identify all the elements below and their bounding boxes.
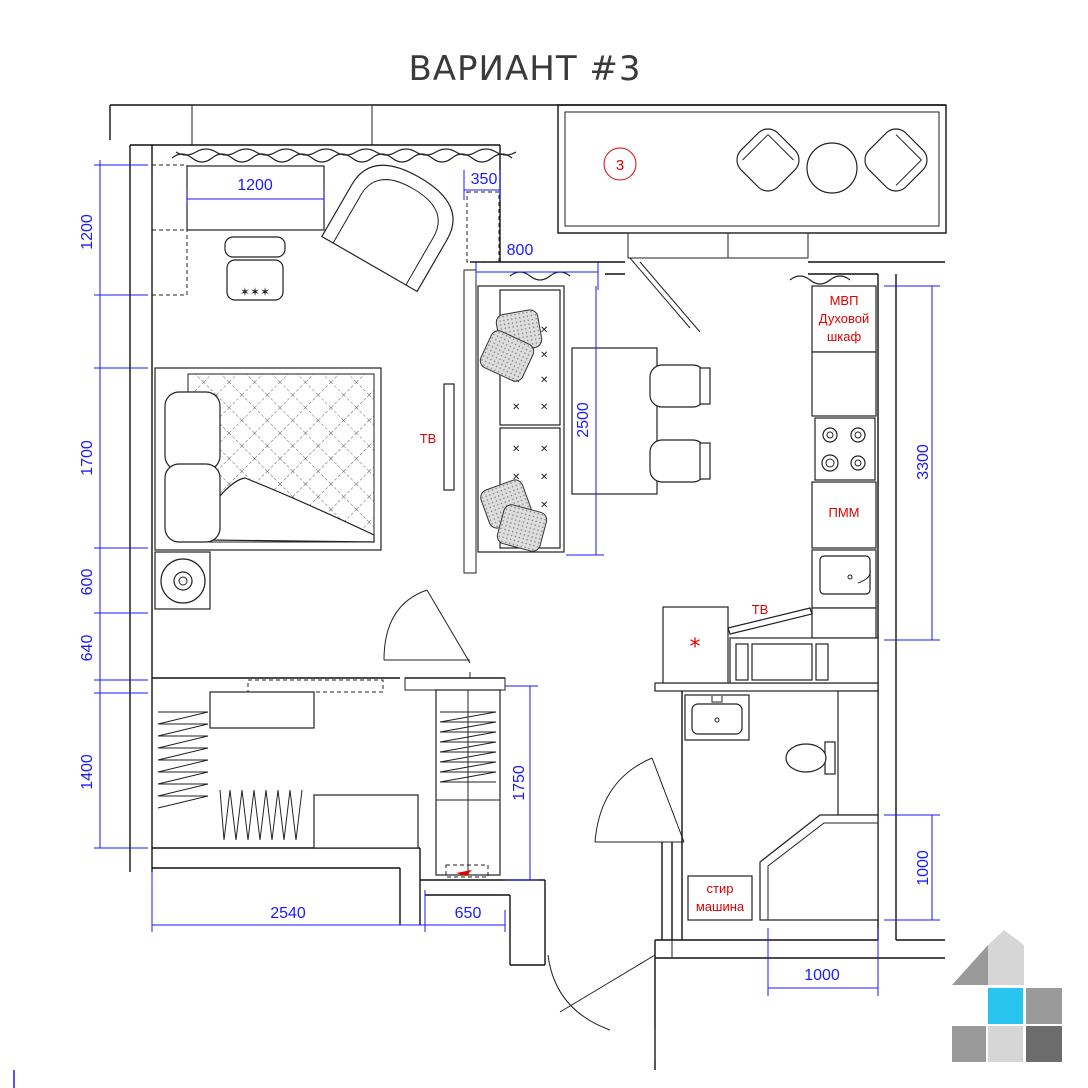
- tv-kitchen-label: ТВ: [752, 602, 769, 617]
- fridge-mark: *: [690, 635, 701, 660]
- dim-bath-1000-right: 1000: [915, 850, 932, 886]
- toilet: [785, 741, 836, 775]
- svg-text:✶✶✶: ✶✶✶: [240, 285, 270, 299]
- dim-left-window: 1200: [79, 214, 96, 250]
- cooktop: [814, 417, 876, 481]
- dimension-lines: 1200 350 800 1200 1700 600 640 1400 2540…: [79, 160, 940, 996]
- label-oven-1: Духовой: [819, 311, 869, 326]
- bathroom: стир машина: [547, 690, 879, 1060]
- living-furniture: ✕✕ ✕✕ ✕✕ ✕✕ ✕✕ ✕✕ ✕✕ МВП Духовой шкаф: [477, 257, 879, 684]
- closet: [157, 679, 501, 878]
- dim-passage: 800: [507, 242, 534, 259]
- dim-kitchen-3300: 3300: [915, 444, 932, 480]
- washing-machine: [687, 875, 753, 921]
- balcony-table: [806, 142, 858, 194]
- svg-text:✕: ✕: [540, 472, 548, 483]
- room-number: 3: [616, 157, 624, 174]
- balcony-furniture: 3: [603, 128, 928, 194]
- svg-text:✕: ✕: [540, 444, 548, 455]
- dim-closet-1750: 1750: [511, 765, 528, 801]
- dim-desk-width: 1200: [237, 177, 273, 194]
- desk: [186, 165, 325, 231]
- tv-bedroom-label: ТВ: [420, 431, 437, 446]
- label-washer-2: машина: [696, 899, 745, 914]
- svg-text:✕: ✕: [540, 325, 548, 336]
- armchair: [321, 164, 454, 293]
- bar-chair-1: [649, 364, 711, 408]
- bedroom-door-swing: [383, 589, 428, 661]
- dim-table-2500: 2500: [575, 402, 592, 438]
- label-mvp: МВП: [830, 293, 859, 308]
- dim-left-600: 600: [79, 569, 96, 596]
- label-oven-2: шкаф: [827, 329, 862, 344]
- dim-left-640: 640: [79, 635, 96, 662]
- dim-bottom-650: 650: [455, 905, 482, 922]
- desk-chair: ✶✶✶: [224, 236, 286, 301]
- dim-left-1400: 1400: [79, 754, 96, 790]
- dim-bottom-2540: 2540: [270, 905, 306, 922]
- balcony-chair-right: [864, 128, 928, 192]
- plan-title: ВАРИАНТ #3: [408, 49, 641, 89]
- dim-bath-1000-bottom: 1000: [804, 967, 840, 984]
- svg-text:✕: ✕: [540, 500, 548, 511]
- balcony-chair-left: [736, 128, 800, 192]
- bar-chair-2: [649, 439, 711, 483]
- svg-text:✕: ✕: [512, 402, 520, 413]
- svg-text:✕: ✕: [512, 444, 520, 455]
- company-logo: [952, 930, 1062, 1062]
- label-dishwasher: ПММ: [828, 505, 859, 520]
- svg-text:✕: ✕: [540, 350, 548, 361]
- dim-bed-zone: 1700: [79, 440, 96, 476]
- fridge: [662, 606, 729, 684]
- bedroom-furniture: ✶✶✶ ТВ: [151, 164, 500, 664]
- label-washer-1: стир: [707, 881, 734, 896]
- bed: [154, 367, 382, 551]
- svg-text:✕: ✕: [540, 402, 548, 413]
- svg-text:✕: ✕: [512, 472, 520, 483]
- svg-text:✕: ✕: [540, 375, 548, 386]
- dining-table: [571, 347, 658, 495]
- dim-wardrobe-small: 350: [471, 171, 498, 188]
